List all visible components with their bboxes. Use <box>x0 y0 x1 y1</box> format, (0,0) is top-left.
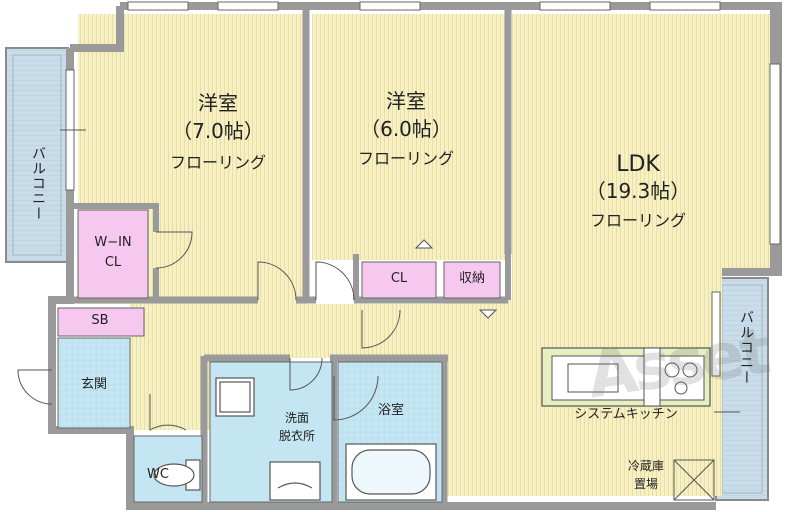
room-western-2-floor: フローリング <box>357 149 454 168</box>
toilet-label: WC <box>147 467 169 482</box>
room-ldk-floor: フローリング <box>589 211 686 230</box>
room-western-1-floor: フローリング <box>169 153 266 172</box>
shoe-box-label: SB <box>91 313 109 328</box>
walk-in-closet-label-1: W−IN <box>94 235 132 250</box>
entrance-label: 玄関 <box>80 377 107 392</box>
washroom-label-2: 脱衣所 <box>278 429 315 443</box>
watermark: Asset <box>583 314 772 414</box>
entrance <box>57 337 131 429</box>
room-western-2-name: 洋室 <box>386 89 426 113</box>
room-ldk-size: （19.3帖） <box>585 179 691 203</box>
closet <box>361 261 437 299</box>
room-western-1-size: （7.0帖） <box>172 119 264 143</box>
balcony-left <box>5 47 69 263</box>
bath-label: 浴室 <box>377 403 404 418</box>
wash-basin <box>269 461 321 501</box>
kitchen-label: システムキッチン <box>574 407 678 422</box>
fridge-space <box>673 459 715 501</box>
washing-machine <box>215 377 255 417</box>
fridge-label-2: 置場 <box>633 477 658 491</box>
balcony-right <box>715 277 769 501</box>
balcony-left-label: バルコニー <box>30 146 46 221</box>
room-ldk-name: LDK <box>616 152 660 177</box>
fridge-label-1: 冷蔵庫 <box>627 459 664 473</box>
room-western-2-size: （6.0帖） <box>360 117 452 141</box>
storage <box>443 261 501 299</box>
storage-label: 収納 <box>458 271 485 286</box>
balcony-right-label: バルコニー <box>738 310 754 385</box>
closet-label: CL <box>390 271 408 286</box>
walk-in-closet <box>77 209 149 299</box>
room-western-1-name: 洋室 <box>198 91 238 115</box>
washroom-label-1: 洗面 <box>284 411 309 425</box>
shoe-box <box>57 307 145 337</box>
walk-in-closet-label-2: CL <box>104 255 122 270</box>
